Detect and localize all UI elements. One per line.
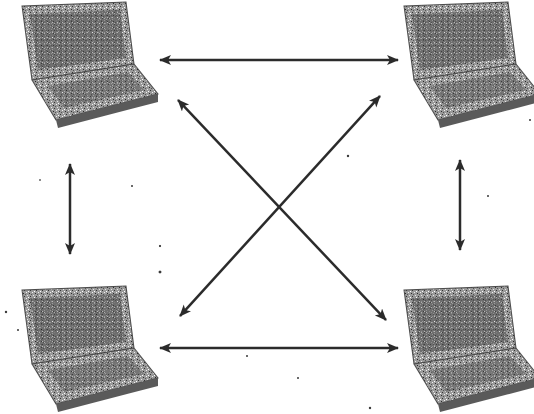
laptop-icon (21, 285, 159, 413)
diagonal-arrow-topleft-bottomright (177, 99, 387, 321)
scan-noise (4, 119, 531, 410)
laptop-icon (403, 1, 534, 129)
laptop-icon (403, 285, 534, 413)
diagonal-arrow-topright-bottomleft (179, 95, 381, 317)
laptop-icon (21, 1, 159, 129)
